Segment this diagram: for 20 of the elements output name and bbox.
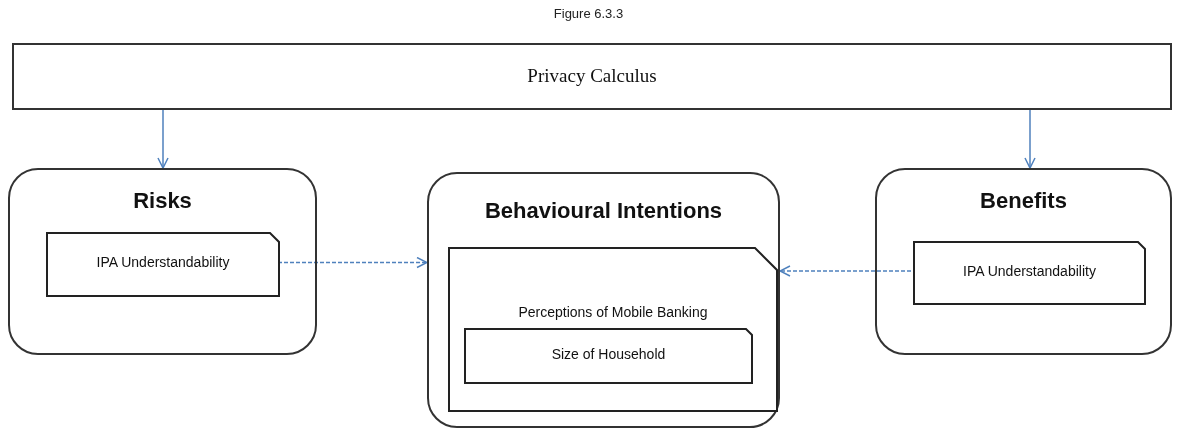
process-box [12,43,1172,110]
group-heading: Benefits [980,188,1067,214]
group-heading: Behavioural Intentions [484,198,723,224]
arrow [779,265,912,277]
factor-label: IPA Understandability [96,254,230,270]
group-box [427,172,780,428]
factor-label: Size of Household [551,346,666,362]
box-title: Privacy Calculus [527,65,657,87]
group-box [8,168,317,355]
factor-box [464,328,753,384]
factor-box [913,241,1146,305]
group-heading: Risks [133,188,192,214]
arrow [157,109,169,169]
factor-box [448,247,778,412]
group-box [875,168,1172,355]
factor-label: Perceptions of Mobile Banking [518,304,708,320]
arrow [1024,109,1036,169]
figure-title: Figure 6.3.3 [552,6,625,21]
factor-box [46,232,280,297]
factor-label: IPA Understandability [963,263,1096,279]
